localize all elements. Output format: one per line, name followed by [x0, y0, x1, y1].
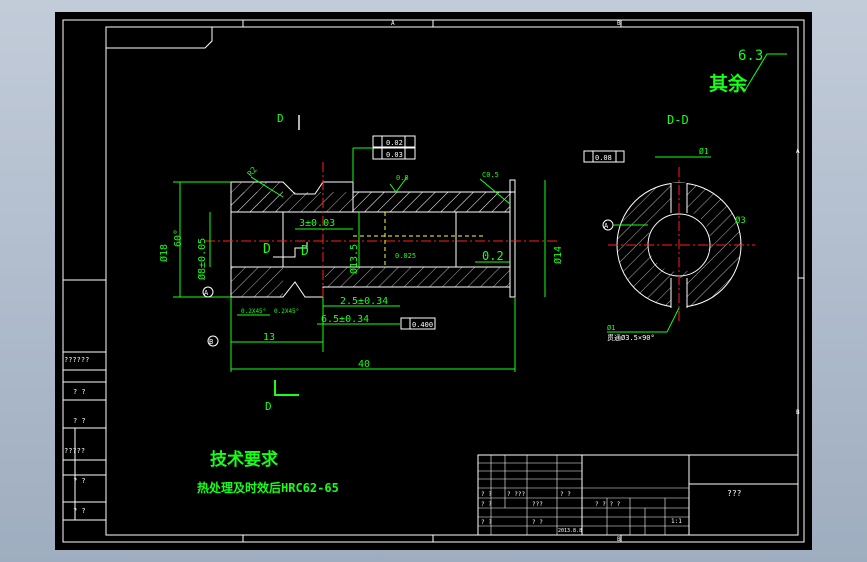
tech-req-line1: 热处理及时效后HRC62-65	[197, 480, 339, 495]
svg-text:? ?: ? ?	[481, 519, 492, 526]
svg-text:0.08: 0.08	[595, 154, 612, 162]
feature-control-frames: 0.02 0.03 0.08 0.400	[352, 135, 625, 330]
left-strip-table: ?????? ? ? ? ? ????? ? ? ? ?	[62, 279, 107, 521]
strip-row-3: ? ?	[73, 417, 86, 425]
datum-a: A	[204, 289, 209, 297]
strip-row-2: ? ?	[73, 388, 86, 396]
svg-text:0.03: 0.03	[386, 151, 403, 159]
svg-text:? ?: ? ?	[481, 501, 492, 508]
tech-req-title: 技术要求	[210, 449, 278, 470]
strip-row-6: ? ?	[73, 507, 86, 515]
chamfer-1: 0.2X45°	[241, 308, 266, 315]
svg-text:0.02: 0.02	[386, 139, 403, 147]
section-hole-dia: Ø1	[607, 324, 615, 332]
dim-radius: R2	[246, 165, 259, 178]
svg-text:???: ???	[532, 501, 543, 508]
technical-requirements: 技术要求 热处理及时效后HRC62-65	[197, 449, 339, 495]
dim-dia13: Ø13.5	[348, 244, 360, 274]
dim-dia18: Ø18	[158, 244, 170, 262]
section-dia3: Ø3	[735, 215, 746, 226]
svg-text:0.400: 0.400	[412, 321, 433, 329]
tb-name: ???	[727, 489, 742, 498]
grid-bottom-b: B	[617, 536, 621, 543]
strip-row-1: ??????	[64, 356, 89, 364]
svg-text:? ?: ? ?	[560, 491, 571, 498]
strip-row-5: ? ?	[73, 477, 86, 485]
svg-text:? ???: ? ???	[507, 491, 525, 498]
section-title: D-D	[667, 113, 689, 127]
datum-b: B	[209, 338, 213, 346]
grid-right-a: A	[796, 148, 800, 155]
tol-mark-4: 0.2	[482, 249, 504, 263]
section-datum: A	[604, 222, 609, 230]
grid-top-a: A	[391, 20, 395, 27]
drawing-sheet[interactable]: A B A B B ?????? ? ? ? ? ????? ? ? ? ? 其…	[55, 12, 812, 550]
rough-mark-1: 0.8	[396, 174, 409, 182]
dim-13: 13	[263, 332, 275, 343]
cad-drawing: A B A B B ?????? ? ? ? ? ????? ? ? ? ? 其…	[62, 19, 805, 543]
svg-text:? ?: ? ?	[481, 491, 492, 498]
dim-2-5: 2.5±0.34	[340, 296, 388, 307]
svg-text:? ? ? ?: ? ? ? ?	[595, 501, 621, 508]
cut-mark-left-letter: D	[263, 242, 271, 257]
cut-mark-bottom-letter: D	[265, 400, 272, 413]
chamfer-2: 0.2X45°	[274, 308, 299, 315]
section-dia-top: Ø1	[699, 146, 709, 156]
tb-scale: 1:1	[671, 518, 682, 525]
svg-text:2013.8.8: 2013.8.8	[558, 528, 582, 534]
cut-mark-top-letter: D	[277, 112, 284, 125]
grid-right-b: B	[796, 409, 800, 416]
svg-text:? ?: ? ?	[532, 519, 543, 526]
roughness-note: 其余 6.3	[709, 48, 787, 95]
grid-top-b: B	[617, 20, 621, 27]
svg-text:6.3: 6.3	[738, 48, 763, 64]
dim-3: 3±0.03	[299, 218, 335, 229]
svg-text:其余: 其余	[709, 72, 748, 95]
strip-row-4: ?????	[64, 447, 85, 455]
dim-6-5: 6.5±0.34	[321, 314, 369, 325]
section-d-d-view[interactable]: D-D A Ø3 Ø1 Ø1 贯通Ø3.5×90°	[602, 113, 755, 342]
cut-mark-right-letter: D	[301, 244, 309, 259]
rough-mark-2: C0.5	[482, 171, 499, 179]
dim-angle: 60°	[173, 229, 184, 247]
section-hole-note: 贯通Ø3.5×90°	[607, 333, 655, 342]
dim-40: 40	[358, 359, 370, 370]
main-section-view[interactable]: Ø18 60° Ø8±0.05 Ø13.5 Ø14 D D D D R2 3±0…	[158, 112, 625, 413]
dim-dia14: Ø14	[552, 246, 564, 264]
tol-mark-3: 0.025	[395, 252, 416, 260]
corner-box	[106, 27, 213, 49]
dim-dia8: Ø8±0.05	[196, 238, 208, 280]
title-block: ??? ? ? ? ??? ? ? ? ? ??? ? ? ? ? ? ? ? …	[477, 454, 799, 536]
